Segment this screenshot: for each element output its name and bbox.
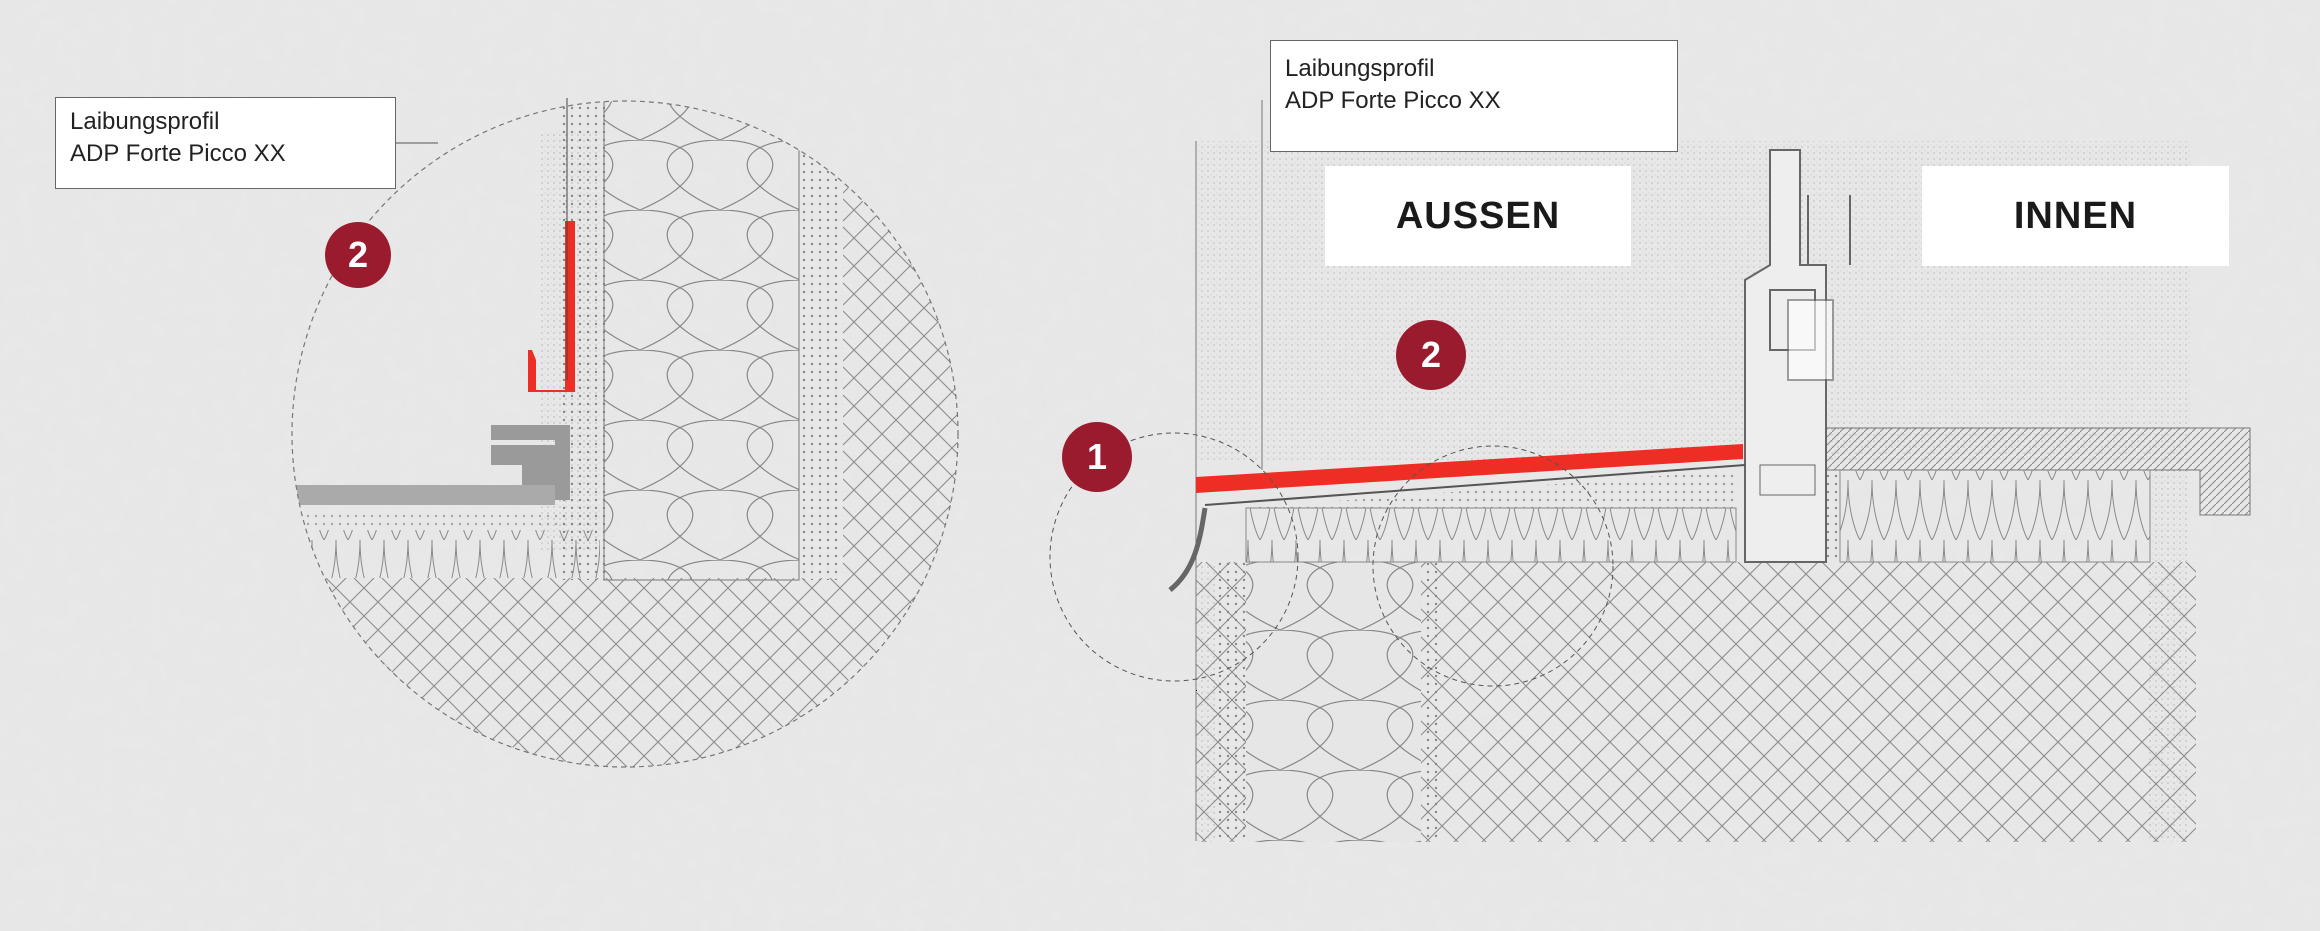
zone-label-inside: INNEN bbox=[1922, 166, 2229, 266]
label-line1: Laibungsprofil bbox=[1285, 55, 1435, 82]
label-line2: ADP Forte Picco XX bbox=[1285, 87, 1501, 114]
detail-badge-1: 1 bbox=[1062, 422, 1132, 492]
laibungsprofil-right-red bbox=[1196, 444, 1743, 493]
label-box-right: Laibungsprofil ADP Forte Picco XX bbox=[1270, 40, 1678, 152]
label-line1: Laibungsprofil bbox=[70, 108, 220, 135]
detail-badge-2-right: 2 bbox=[1396, 320, 1466, 390]
label-box-left: Laibungsprofil ADP Forte Picco XX bbox=[55, 97, 396, 189]
label-line2: ADP Forte Picco XX bbox=[70, 140, 286, 167]
detail-badge-2-left: 2 bbox=[325, 222, 391, 288]
zone-label-outside: AUSSEN bbox=[1325, 166, 1631, 266]
laibungsprofil-left-red bbox=[528, 221, 575, 392]
